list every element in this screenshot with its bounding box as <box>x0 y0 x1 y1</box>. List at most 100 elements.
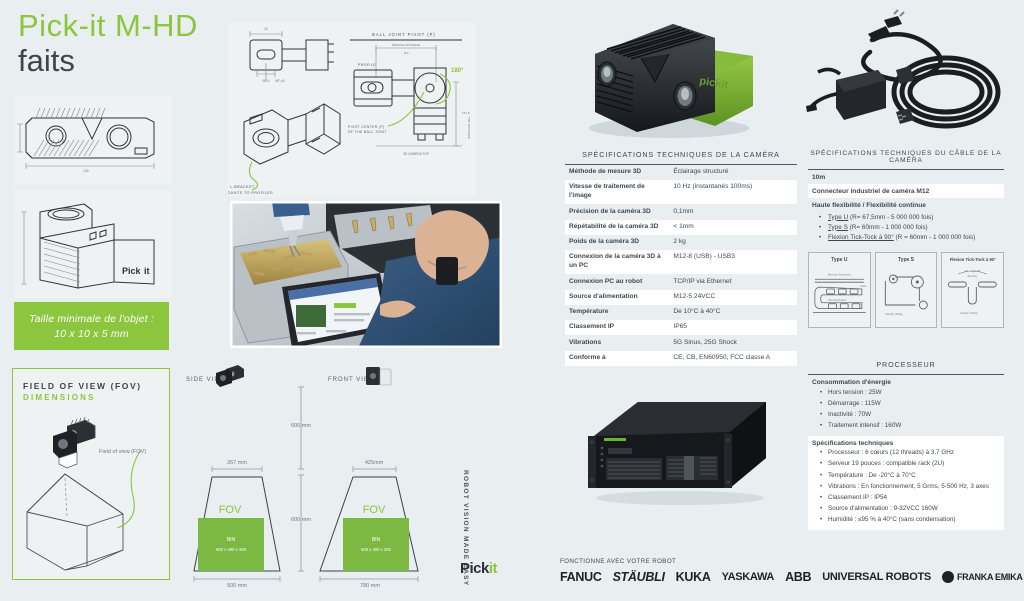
svg-text:230: 230 <box>83 169 89 173</box>
svg-text:32: 32 <box>264 27 268 31</box>
fov-diagrams: SIDE VIEW 267 mm 500 mm FOV BIN 600 x 40… <box>180 365 425 590</box>
list-item: Humidité : ≤95 % à 40°C (sans condensati… <box>812 515 1000 526</box>
spec-value: IP65 <box>669 320 797 336</box>
list-item: Classement IP : IP54 <box>812 492 1000 503</box>
fov-panel: FIELD OF VIEW (FOV) DIMENSIONS <box>12 368 170 580</box>
brand-yaskawa: YASKAWA <box>721 571 775 583</box>
flex-type-label: Flexion Tick-Tock à 90° <box>828 233 894 241</box>
vertical-tagline: ROBOT VISION MADE EASY <box>462 470 469 587</box>
tech-specs-list: Processeur : 6 cœurs (12 threads) à 3,7 … <box>808 448 1004 530</box>
spec-value: 0,1mm <box>673 207 694 215</box>
brand-abb: ABB <box>785 570 812 584</box>
camera-side-drawing: 230 <box>14 96 172 184</box>
cable-connector: Connecteur industriel de caméra M12 <box>808 184 1004 198</box>
spec-key: Classement IP <box>565 320 670 336</box>
page-title: Pick-it M-HD faits <box>18 8 198 78</box>
min-object-line-2: 10 x 10 x 5 mm <box>54 327 129 340</box>
energy-heading: Consommation d'énergie <box>812 379 891 386</box>
vertical-branding: ROBOT VISION MADE EASY <box>462 470 478 586</box>
fov-isometric-drawing <box>26 416 142 571</box>
flex-type-label: Type S <box>828 223 848 231</box>
title-main: Pick-it M-HD <box>18 8 198 43</box>
cable-diagram-type-s: Type S Weight (400g) <box>874 252 938 328</box>
cable-length: 10m <box>812 173 826 181</box>
fov-height-upper: 600 mm <box>291 423 311 429</box>
fov-height-lower: 600 mm <box>291 517 311 523</box>
spec-key: Vibrations <box>569 338 602 346</box>
flex-type-label: Type U <box>828 213 849 221</box>
svg-text:M7-40: M7-40 <box>275 79 284 83</box>
fov-subtitle: DIMENSIONS <box>23 393 96 402</box>
spec-value: < 1mm <box>669 219 797 235</box>
min-object-size-box: Taille minimale de l'objet : 10 x 10 x 5… <box>14 302 169 350</box>
list-item: Type S (R= 60mm - 1 000 000 fois) <box>812 222 1000 232</box>
list-item: Type U (R= 67,5mm - 5 000 000 fois) <box>812 212 1000 222</box>
bracket-note-1: L-BRACKET <box>230 185 255 189</box>
spec-key: Connexion PC au robot <box>569 277 643 285</box>
svg-text:pickit: pickit <box>699 75 730 91</box>
list-item: Source d'alimentation : 9-32VCC 160W <box>812 504 1000 515</box>
spec-key: Connexion de la caméra 3D à un PC <box>565 250 670 275</box>
table-row: Répétabilité de la caméra 3D< 1mm <box>565 219 797 235</box>
side-bin-dims: 600 x 400 x 300 <box>216 547 246 552</box>
spec-value: Éclairage structuré <box>673 168 729 176</box>
cable-flex-heading: Haute flexibilité / Flexibilité continue <box>812 201 926 209</box>
footer-caption: FONCTIONNE AVEC VOTRE ROBOT <box>560 558 677 565</box>
spec-key: Poids de la caméra 3D <box>569 238 640 246</box>
camera-perspective-drawing: Pick it <box>14 190 172 298</box>
ball-joint-title: BALL JOINT PIVOT (P) <box>372 32 436 37</box>
list-item: Serveur 19 pouces : compatible rack (2U) <box>812 459 1000 470</box>
type-s-weight-note: Weight (400g) <box>885 312 903 316</box>
side-bin-label: BIN <box>227 537 236 543</box>
list-item: Vibrations : En fonctionnement, 5 Grms, … <box>812 481 1000 492</box>
front-view-label: FRONT VIEW <box>328 377 376 383</box>
spec-value: 5G Sinus, 25G Shock <box>673 338 737 346</box>
logo-accent: it <box>488 560 498 577</box>
cable-specs-title: SPÉCIFICATIONS TECHNIQUES DU CÂBLE DE LA… <box>810 150 1002 164</box>
spec-value: TCP/IP via Ethernet <box>673 277 732 285</box>
camera-product-photo: pickit <box>565 8 765 146</box>
table-row: Méthode de mesure 3D Éclairage structuré <box>565 165 797 180</box>
side-bottom-width: 500 mm <box>227 583 247 589</box>
spec-key: Répétabilité de la caméra 3D <box>565 219 670 235</box>
spec-key: Température <box>569 308 609 316</box>
brand-kuka: KUKA <box>675 570 711 584</box>
title-sub: faits <box>18 42 75 78</box>
spec-key: Précision de la caméra 3D <box>569 207 651 215</box>
list-item: Démarrage : 115W <box>812 398 1000 409</box>
processor-section: PROCESSEUR Consommation d'énergie Hors t… <box>808 360 1004 530</box>
cable-diagram-type-s-title: Type S <box>897 257 915 263</box>
svg-text:110: 110 <box>404 51 409 55</box>
spec-value: CE, CB, EN60950, FCC classe A <box>669 350 797 366</box>
table-row: Précision de la caméra 3D 0,1mm <box>565 204 797 219</box>
spec-key: Méthode de mesure 3D <box>569 168 642 176</box>
table-row: Poids de la caméra 3D 2 kg <box>565 235 797 250</box>
cable-diagram-type-u-title: Type U <box>831 257 848 263</box>
brand-row: FANUC STÄUBLI KUKA YASKAWA ABB UNIVERSAL… <box>560 570 1023 584</box>
footer-brands: FONCTIONNE AVEC VOTRE ROBOT FANUC STÄUBL… <box>560 558 1023 584</box>
processor-title: PROCESSEUR <box>876 360 936 369</box>
front-bottom-width: 780 mm <box>360 583 380 589</box>
spec-value: M12-8 (USB) - USB3 <box>669 250 797 275</box>
cable-flex-list: Type U (R= 67,5mm - 5 000 000 fois)Type … <box>808 212 1004 247</box>
cable-note: Cable <box>860 285 867 288</box>
min-object-line-1: Taille minimale de l'objet : <box>28 312 155 325</box>
pivot-note-2: OF THE BALL JOINT <box>348 130 387 134</box>
pivot-note-1: PIVOT CENTER (P) <box>348 125 385 129</box>
camera-top-label: 3D CAMERA TOP <box>403 152 429 156</box>
logo-text: Pick <box>460 560 489 577</box>
energy-list: Hors tension : 25WDémarrage : 115WInacti… <box>808 387 1004 436</box>
spec-value: M12-5 24VCC <box>669 289 797 305</box>
spec-value: 2 kg <box>673 238 686 246</box>
bracket-note-2: MOUNTS TO PROFILES <box>228 191 273 195</box>
tick-tock-note-2: Bending <box>968 274 978 278</box>
front-fov-label: FOV <box>363 504 386 516</box>
svg-text:161.5: 161.5 <box>462 111 470 115</box>
front-bin-dims: 600 x 400 x 300 <box>361 547 391 552</box>
brand-franka-emika-wrap: FRANKA EMIKA <box>941 571 1023 583</box>
spec-key: Vitesse de traitement de l'image <box>565 180 670 205</box>
